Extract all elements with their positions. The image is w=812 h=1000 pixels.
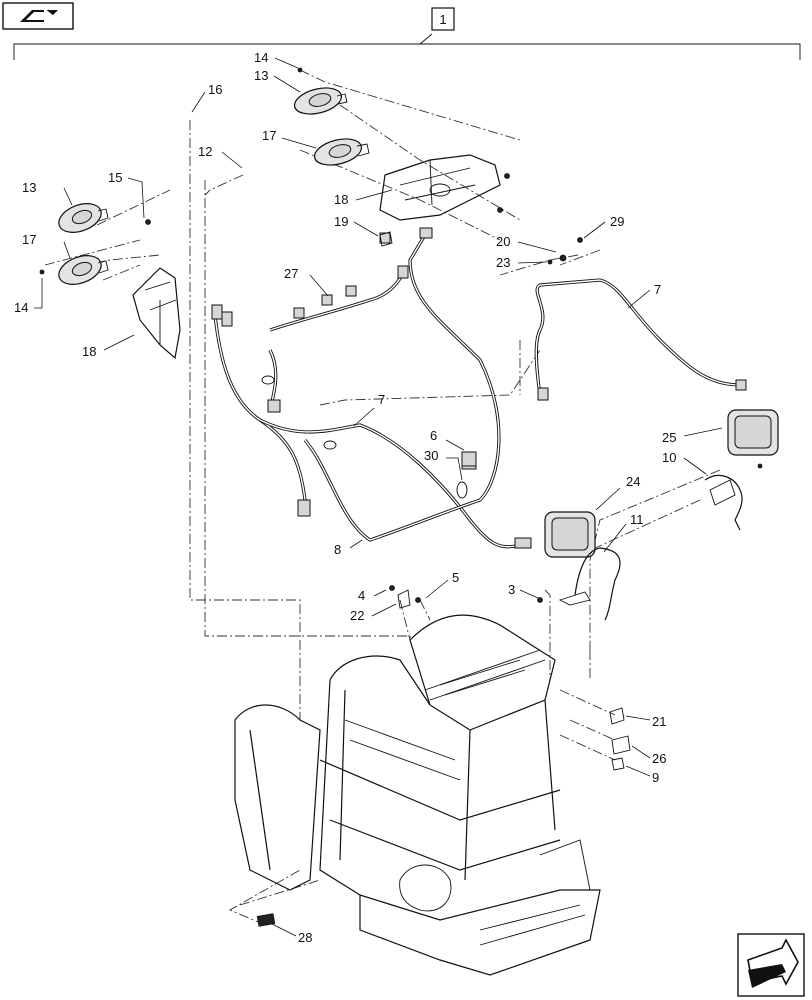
assembly-label: 1 (439, 12, 446, 27)
callout-3: 3 (508, 582, 515, 597)
callout-13: 13 (22, 180, 36, 195)
callout-9: 9 (652, 770, 659, 785)
callout-25: 25 (662, 430, 676, 445)
projection-lines (44, 69, 721, 926)
callout-7: 7 (378, 392, 385, 407)
callout-18: 18 (82, 344, 96, 359)
callout-16: 16 (208, 82, 222, 97)
callout-17: 17 (262, 128, 276, 143)
callout-15: 15 (108, 170, 122, 185)
callout-6: 6 (430, 428, 437, 443)
right-harness (534, 237, 747, 401)
machine-frame (234, 614, 601, 976)
top-bracket-assembly (293, 67, 510, 221)
left-lamp-assembly (39, 203, 181, 360)
work-lamps (544, 409, 779, 558)
callout-28: 28 (298, 930, 312, 945)
main-harness (211, 227, 532, 549)
callout-23: 23 (496, 255, 510, 270)
callout-13: 13 (254, 68, 268, 83)
callout-12: 12 (198, 144, 212, 159)
callout-4: 4 (358, 588, 365, 603)
book-arrow-icon[interactable] (2, 2, 74, 30)
leader-lines (34, 57, 723, 937)
callout-22: 22 (350, 608, 364, 623)
callout-30: 30 (424, 448, 438, 463)
callout-5: 5 (452, 570, 459, 585)
callout-14: 14 (254, 50, 268, 65)
next-page-arrow-icon[interactable] (737, 933, 805, 997)
callout-17: 17 (22, 232, 36, 247)
callout-19: 19 (334, 214, 348, 229)
assembly-bracket: 1 (13, 7, 801, 60)
callout-14: 14 (14, 300, 28, 315)
callout-18: 18 (334, 192, 348, 207)
callout-8: 8 (334, 542, 341, 557)
callout-labels: 14 13 16 17 12 13 15 18 19 17 29 20 23 1… (14, 50, 676, 945)
lamp-brackets (537, 463, 763, 621)
callout-27: 27 (284, 266, 298, 281)
callout-7: 7 (654, 282, 661, 297)
callout-26: 26 (652, 751, 666, 766)
callout-10: 10 (662, 450, 676, 465)
callout-21: 21 (652, 714, 666, 729)
small-parts (256, 231, 631, 927)
callout-29: 29 (610, 214, 624, 229)
callout-20: 20 (496, 234, 510, 249)
callout-11: 11 (630, 512, 644, 527)
callout-24: 24 (626, 474, 640, 489)
